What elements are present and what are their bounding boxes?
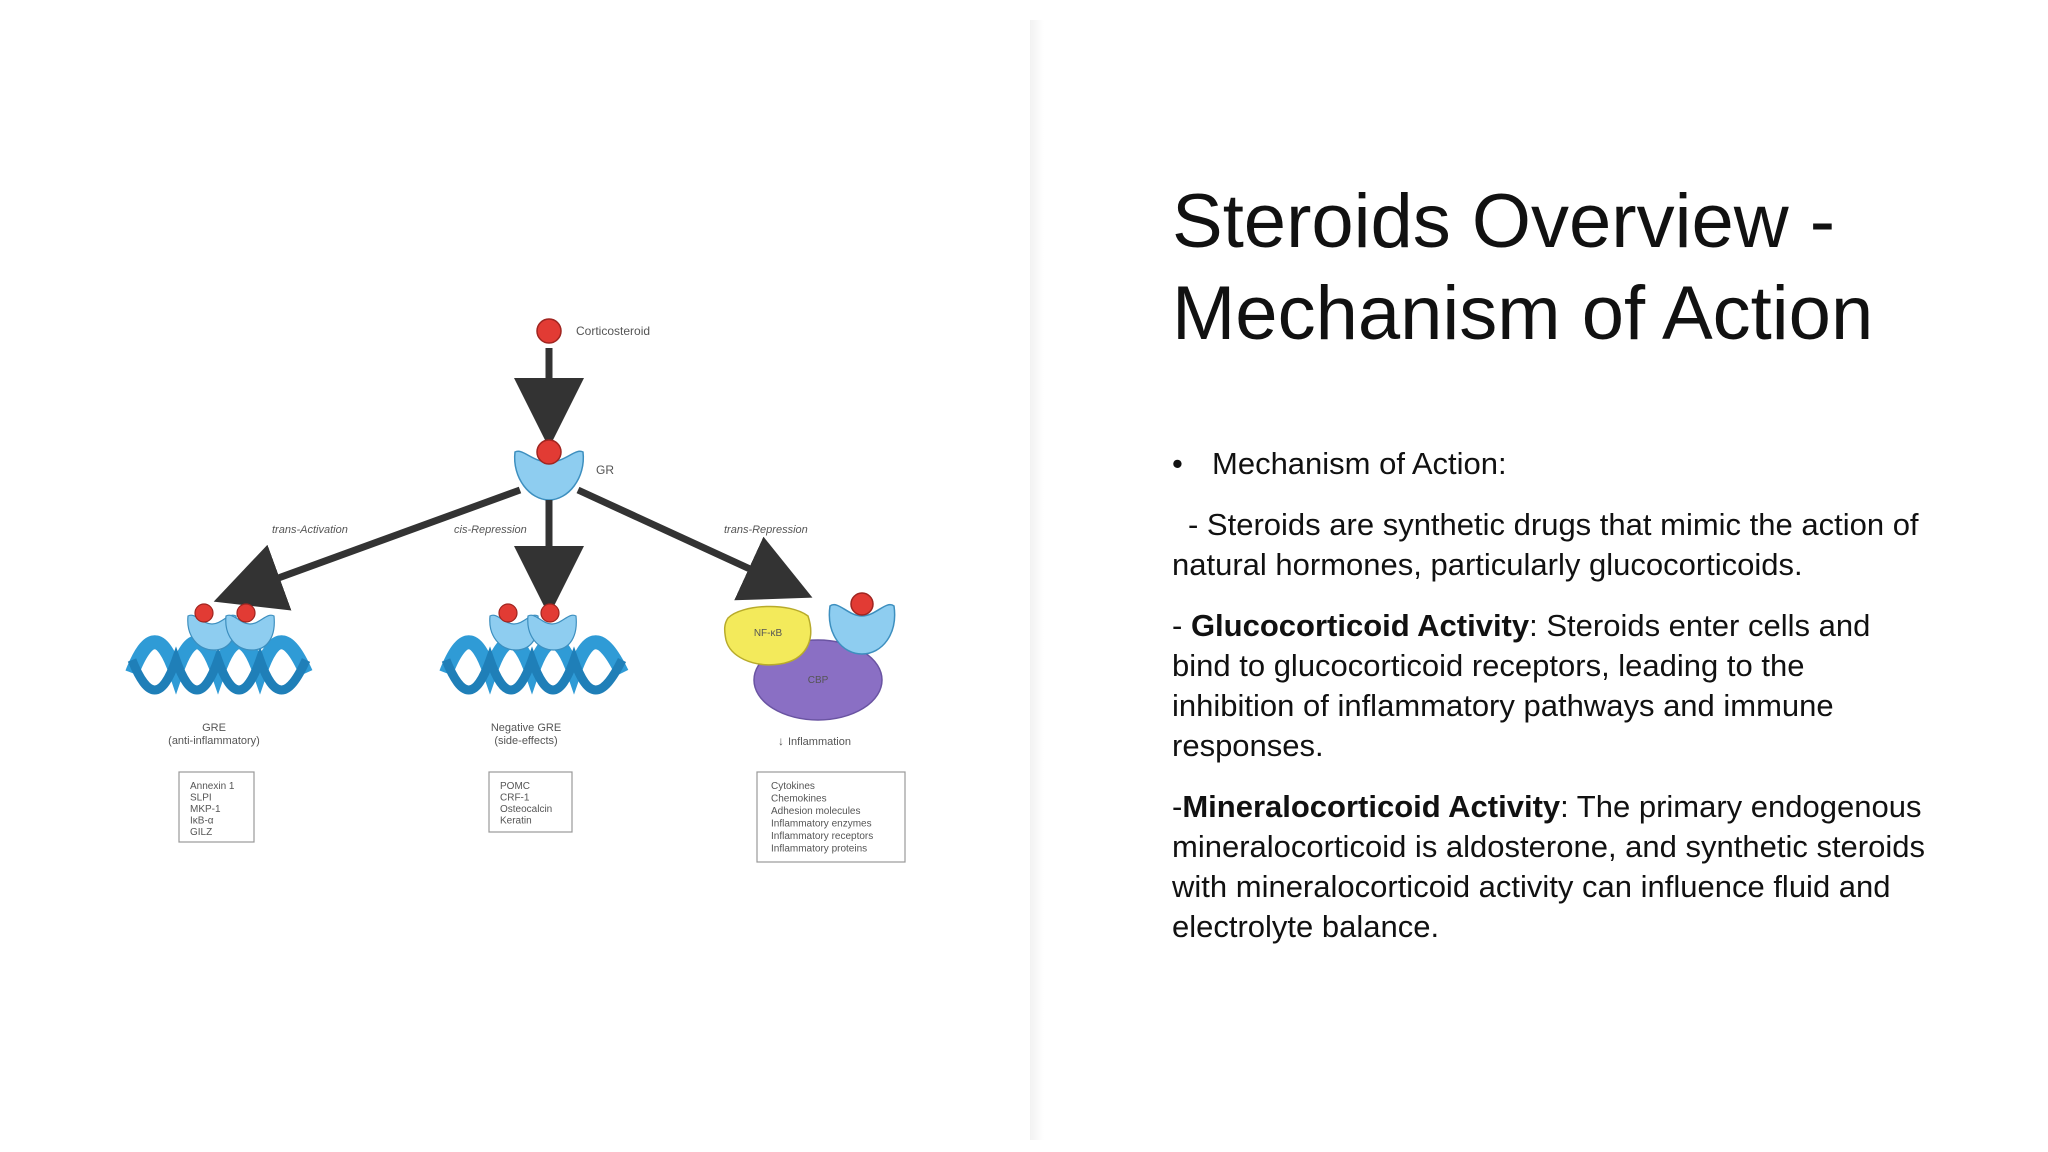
gene-item: Inflammatory proteins [771,844,867,855]
inflammation-arrow: ↓ [778,734,784,748]
inflammation-label: Inflammation [788,736,851,748]
arrow-trans-activation [213,486,522,611]
corticosteroid-molecule [536,318,562,344]
corticosteroid-label: Corticosteroid [576,324,650,338]
mineralocorticoid-heading: Mineralocorticoid Activity [1182,789,1561,824]
slide-title-line1: Steroids Overview - [1172,179,1836,264]
panel-divider [1030,20,1044,1140]
nfkb-factor [723,605,812,666]
gene-item: GILZ [190,827,212,838]
paragraph-mineralocorticoid-prefix: - [1172,789,1183,824]
gre-gene-box [178,771,255,843]
gene-item: Annexin 1 [190,781,235,792]
bullet-item: • Mechanism of Action: [1172,444,1932,484]
dna-gre-left [125,635,313,695]
gene-item: Osteocalcin [500,804,552,815]
negative-gre-gene-box [488,771,573,833]
negative-gre-subtitle: (side-effects) [494,735,557,747]
paragraph-glucocorticoid-text: : Steroids enter cells and bind to gluco… [1172,608,1871,763]
slide-title-line2: Mechanism of Action [1172,271,1874,356]
cbp-label: CBP [808,675,829,686]
dna-negative-gre [439,635,629,695]
label-trans-repression: trans-Repression [724,524,808,536]
receptor-right [828,592,896,655]
nfkb-label: NF-κB [754,628,783,639]
label-cis-repression: cis-Repression [454,524,527,536]
gene-item: Inflammatory enzymes [771,819,872,830]
mechanism-diagram: Corticosteroid GR trans-Activation cis-R… [125,318,906,863]
arrow-trans-repression [576,486,813,601]
paragraph-glucocorticoid: - Glucocorticoid Activity: Steroids ente… [1172,606,1932,766]
gene-item: POMC [500,781,530,792]
receptor-label: GR [596,463,614,477]
gene-item: CRF-1 [500,793,530,804]
slide-title: Steroids Overview - Mechanism of Action [1172,176,2012,360]
slide-content: • Mechanism of Action: - Steroids are sy… [1172,444,1932,968]
gene-item: Inflammatory receptors [771,831,873,842]
glucocorticoid-receptor [514,439,584,501]
paragraph-steroids: - Steroids are synthetic drugs that mimi… [1172,505,1932,585]
gene-item: Cytokines [771,781,815,792]
gene-item: Adhesion molecules [771,806,861,817]
gene-item: SLPI [190,793,212,804]
paragraph-glucocorticoid-prefix: - [1172,608,1191,643]
gene-item: Keratin [500,816,532,827]
diagram-panel: Corticosteroid GR trans-Activation cis-R… [125,318,906,863]
paragraph-steroids-text: - Steroids are synthetic drugs that mimi… [1172,507,1919,582]
label-trans-activation: trans-Activation [272,524,348,536]
paragraph-mineralocorticoid: -Mineralocorticoid Activity: The primary… [1172,787,1932,947]
inflammation-gene-box [756,771,906,863]
gre-subtitle: (anti-inflammatory) [168,735,260,747]
gene-item: MKP-1 [190,804,221,815]
glucocorticoid-heading: Glucocorticoid Activity [1190,608,1530,643]
receptor-dimer-middle [489,603,577,651]
gene-item: IκB-α [190,816,214,827]
gre-title: GRE [202,722,226,734]
paragraph-mineralocorticoid-text: : The primary endogenous mineralocortico… [1172,789,1925,944]
negative-gre-title: Negative GRE [491,722,561,734]
bullet-icon: • [1172,446,1183,481]
bullet-heading: Mechanism of Action: [1212,446,1507,481]
receptor-dimer-left [187,603,275,651]
gene-item: Chemokines [771,794,827,805]
